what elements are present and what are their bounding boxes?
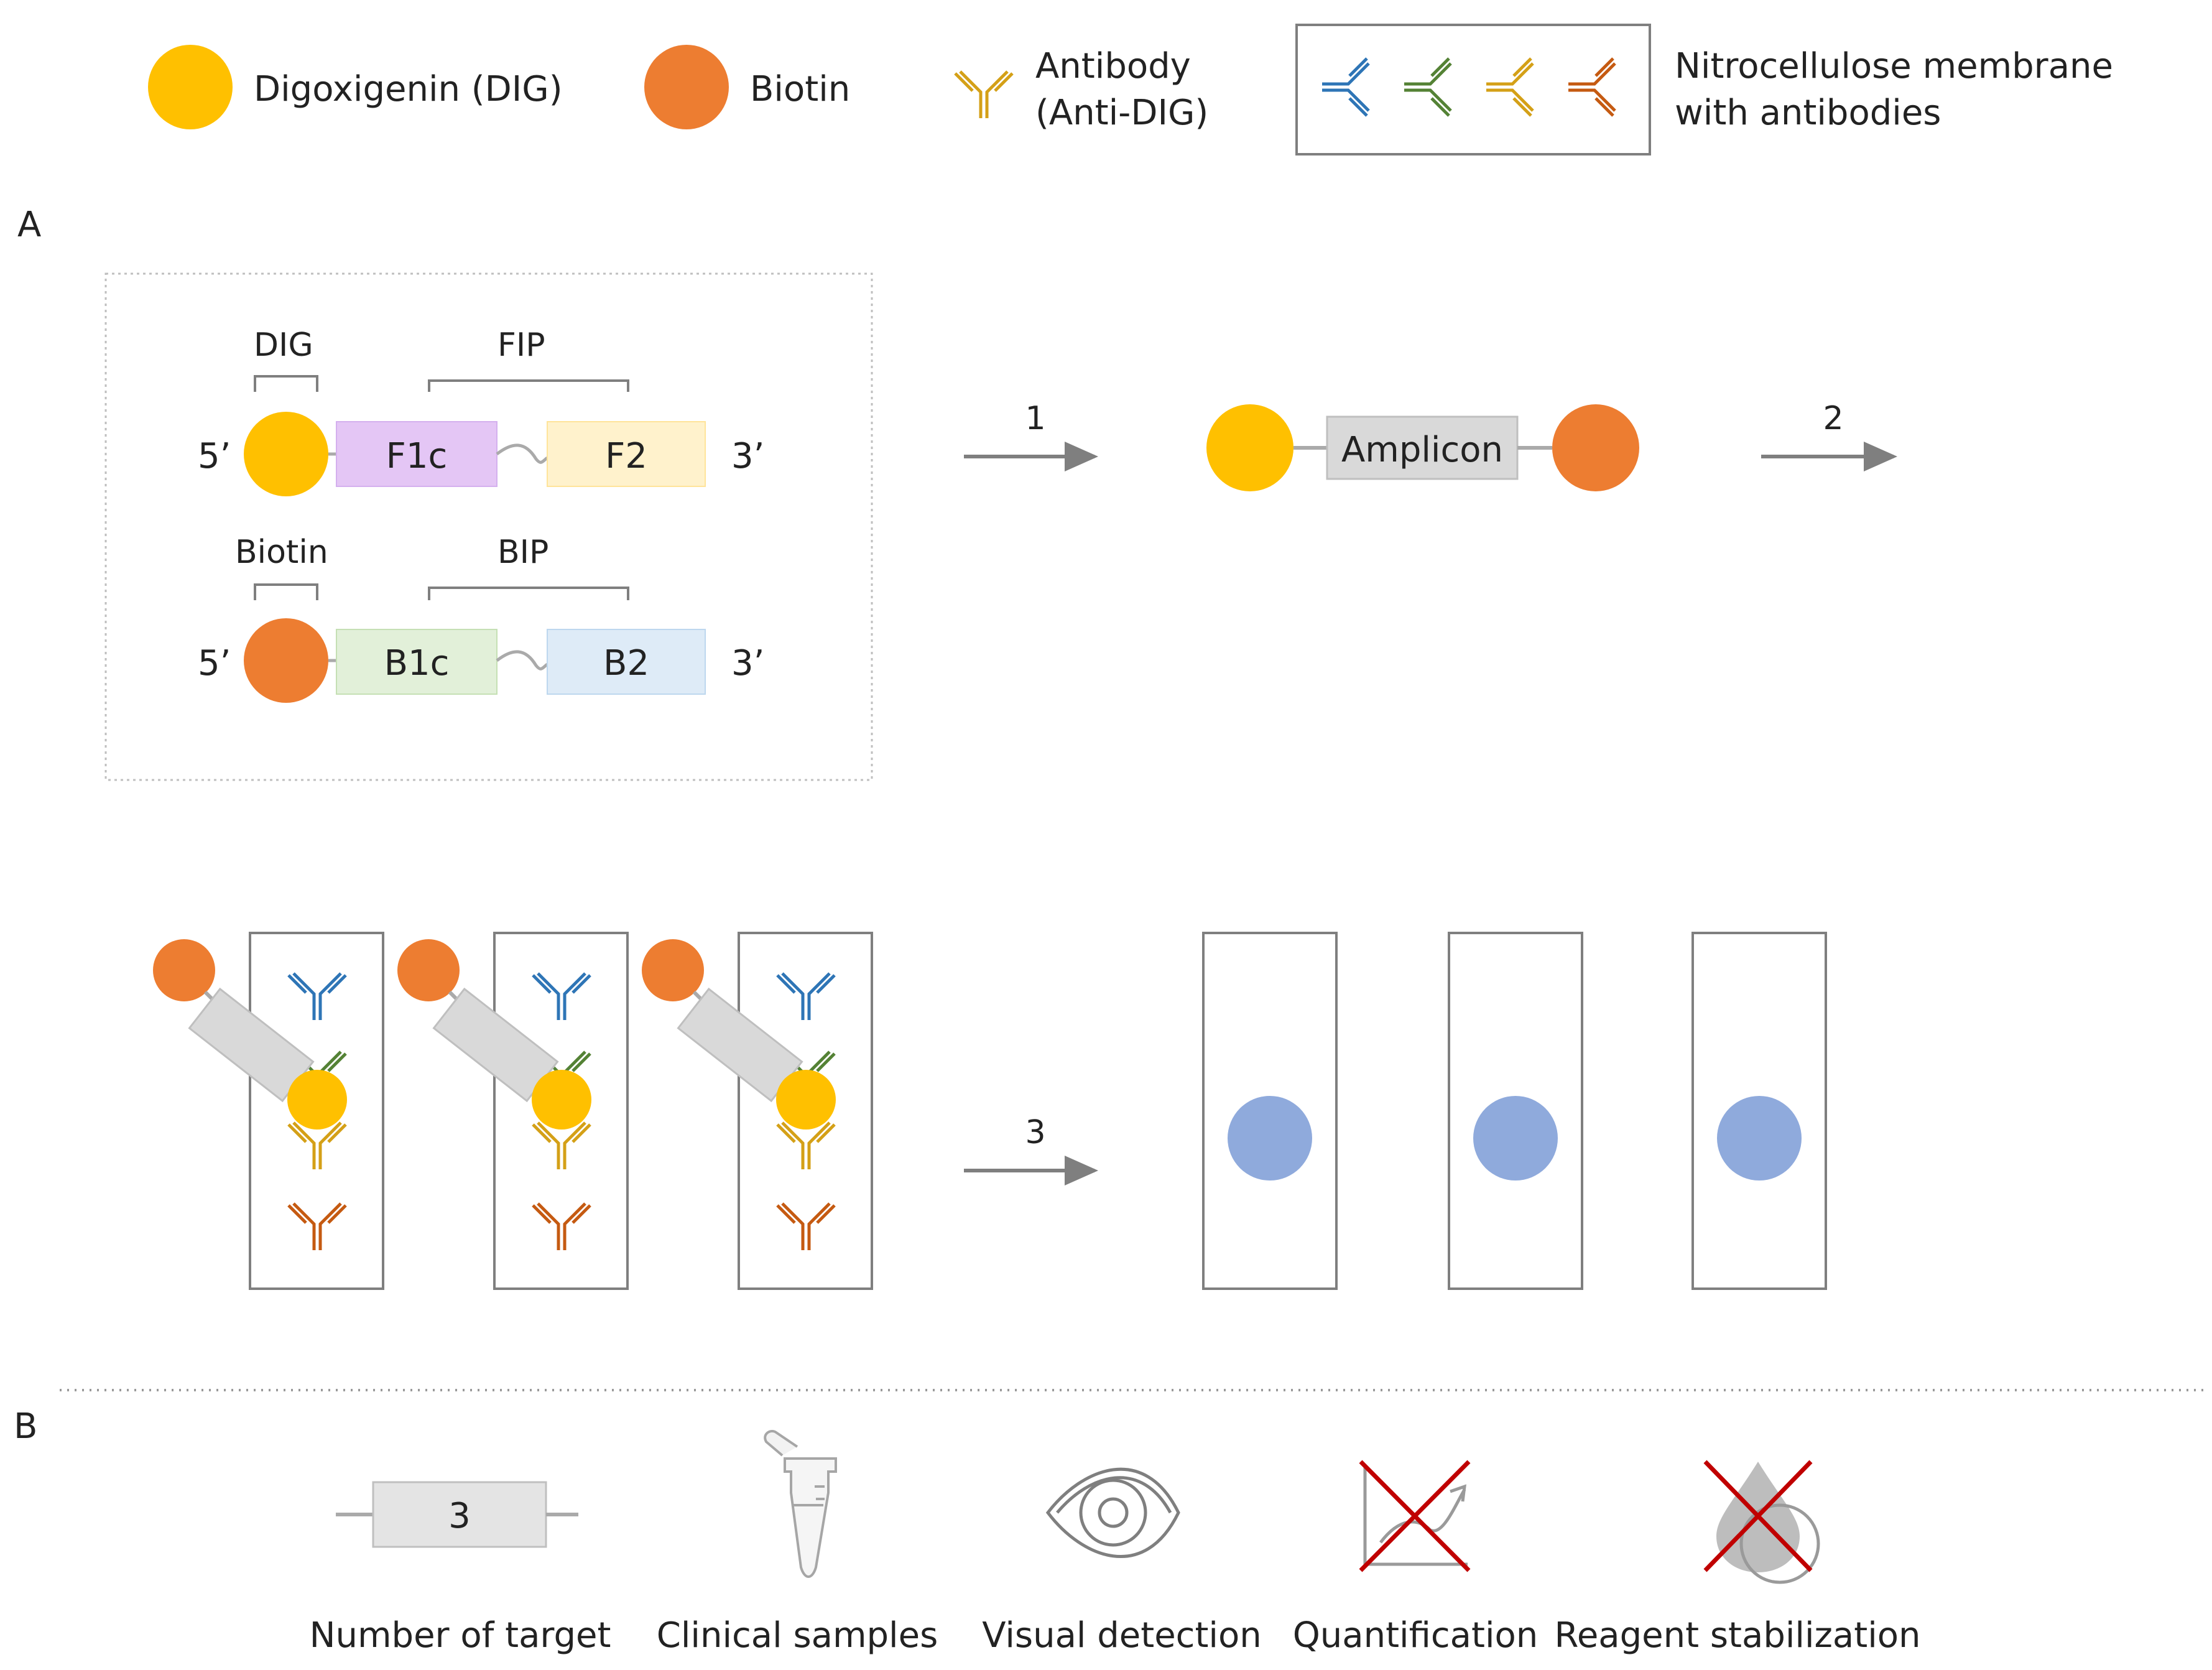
antibody-orange-icon: [777, 1204, 835, 1250]
amplicon-box: [1326, 415, 1519, 480]
biotin-circle: [153, 939, 215, 1001]
antibody-blue-icon: [289, 973, 346, 1020]
dig-circle: [287, 1070, 347, 1130]
feature-label-clinical-samples: Clinical samples: [657, 1615, 938, 1656]
target-count-icon: 3: [336, 1481, 578, 1548]
result-strip-3: [1691, 932, 1827, 1290]
fip-f2-segment: [547, 421, 706, 487]
amplicon-label: Amplicon: [1341, 430, 1503, 470]
dig-legend-icon: [148, 45, 233, 129]
detection-spot: [1228, 1096, 1312, 1181]
result-strip-1: [1202, 932, 1338, 1290]
fip-dig-bracket: [254, 375, 318, 392]
bip-b1c-segment: [336, 629, 497, 695]
section-b-label: B: [14, 1406, 37, 1447]
bip-primer: Biotin BIP 5’ B1c B2 3’: [198, 534, 764, 703]
antibody-orange-icon: [289, 1204, 346, 1250]
reagent-cross-icon-2: [1703, 1460, 1813, 1572]
antibody-legend-label-2: (Anti-DIG): [1035, 93, 1208, 133]
strip-with-complex-3: [642, 932, 873, 1290]
biotin-circle: [397, 939, 460, 1001]
antibody-legend-icon: [955, 72, 1012, 118]
feature-label-quantification: Quantification: [1293, 1615, 1539, 1656]
feature-label-reagent-stabilization: Reagent stabilization: [1554, 1615, 1920, 1656]
section-a-label: A: [17, 205, 41, 245]
antibody-legend-label-1: Antibody: [1035, 46, 1191, 86]
membrane-legend-label-2: with antibodies: [1675, 93, 1941, 133]
antibody-orange-icon: [533, 1204, 590, 1250]
membrane-legend-label-1: Nitrocellulose membrane: [1675, 46, 2113, 86]
membrane-antibody-green-icon: [1404, 58, 1451, 116]
biotin-legend-label: Biotin: [750, 69, 850, 109]
membrane-antibody-yellow-icon: [1486, 58, 1533, 116]
step-3-label: 3: [1025, 1114, 1045, 1151]
legend: Digoxigenin (DIG) Biotin Antibody (Anti-…: [148, 24, 2113, 155]
bip-b2-label: B2: [603, 643, 649, 684]
strip-with-complex-1: [153, 932, 384, 1290]
fip-f1c-label: F1c: [386, 436, 448, 476]
membrane-strip: [249, 932, 384, 1290]
detection-spot: [1473, 1096, 1558, 1181]
bip-loop: [496, 650, 548, 670]
result-strip-frame: [1448, 932, 1583, 1290]
step-2-label: 2: [1823, 400, 1843, 437]
biotin-circle: [642, 939, 704, 1001]
result-strip-frame: [1691, 932, 1827, 1290]
fip-f2-label: F2: [605, 436, 647, 476]
detection-spot: [1717, 1096, 1802, 1181]
bip-b1c-label: B1c: [384, 643, 450, 684]
membrane-antibody-blue-icon: [1322, 58, 1369, 116]
quantification-icon: [1359, 1460, 1471, 1572]
result-strip-2: [1448, 932, 1583, 1290]
amplicon-product: Amplicon: [1206, 404, 1639, 491]
dig-circle: [776, 1070, 836, 1130]
fip-3-prime: 3’: [731, 436, 764, 476]
fip-dig-tag: DIG: [254, 327, 313, 364]
bip-tag: BIP: [497, 534, 548, 571]
step-1-label: 1: [1025, 400, 1045, 437]
bip-biotin-bracket: [254, 583, 318, 600]
membrane-strip: [493, 932, 629, 1290]
eye-icon: [1045, 1467, 1180, 1558]
membrane-antibody-orange-icon: [1568, 58, 1615, 116]
bip-biotin-tag: Biotin: [235, 534, 328, 571]
amplicon-dig-circle: [1206, 404, 1293, 491]
amplicon-biotin-circle: [1552, 404, 1639, 491]
fip-primer: DIG FIP 5’ F1c F2 3’: [198, 327, 764, 496]
fip-tag: FIP: [497, 327, 545, 364]
fip-dig-circle: [244, 412, 328, 496]
bip-b2-segment: [547, 629, 706, 695]
membrane-legend-box: [1295, 24, 1651, 155]
quantification-cross-icon-2: [1359, 1460, 1471, 1572]
membrane-strip: [738, 932, 873, 1290]
antibody-blue-icon: [777, 973, 835, 1020]
dig-circle: [532, 1070, 591, 1130]
bip-bracket: [428, 587, 629, 600]
primer-design-box: [104, 272, 873, 781]
fip-loop: [496, 443, 548, 464]
antibody-yellow-icon: [533, 1123, 590, 1169]
bip-biotin-circle: [244, 618, 328, 703]
fip-f1c-segment: [336, 421, 497, 487]
antibody-yellow-icon: [289, 1123, 346, 1169]
result-strip-frame: [1202, 932, 1338, 1290]
dig-legend-label: Digoxigenin (DIG): [254, 69, 563, 109]
bip-5-prime: 5’: [198, 643, 231, 684]
fip-bracket: [428, 379, 629, 392]
feature-label-visual-detection: Visual detection: [982, 1615, 1261, 1656]
feature-label-number-of-target: Number of target: [310, 1615, 611, 1656]
biotin-legend-icon: [644, 45, 729, 129]
strip-with-complex-2: [397, 932, 629, 1290]
antibody-yellow-icon: [777, 1123, 835, 1169]
reagent-drop-icon: [1703, 1460, 1820, 1584]
target-count-value: 3: [448, 1496, 471, 1536]
antibody-blue-icon: [533, 973, 590, 1020]
bip-3-prime: 3’: [731, 643, 764, 684]
tube-icon: [764, 1429, 837, 1578]
fip-5-prime: 5’: [198, 436, 231, 476]
